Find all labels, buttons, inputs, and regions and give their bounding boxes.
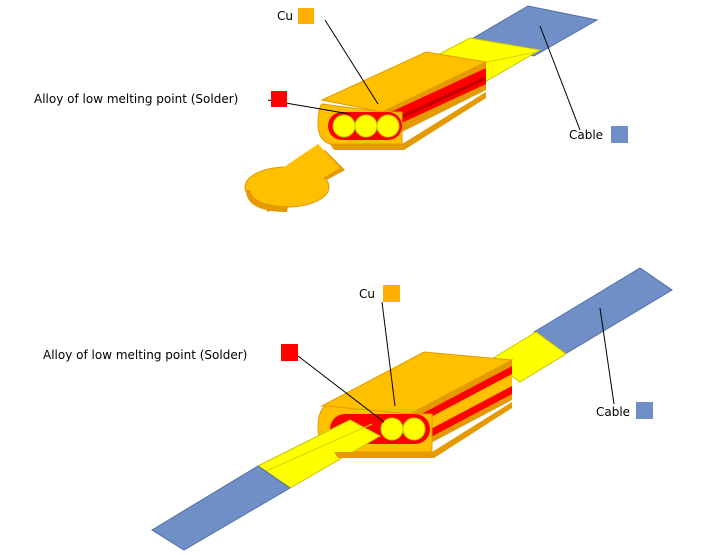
conductor-strand (402, 417, 426, 441)
legend-swatch-solder (281, 344, 298, 361)
copper-sleeve (317, 351, 514, 454)
label-solder: Alloy of low melting point (Solder) (43, 348, 247, 362)
leader-line-solder (297, 355, 385, 423)
leader-line-cu (324, 19, 379, 105)
conductor-strand (354, 114, 378, 138)
sleeve-diagram-bottom: Cu Alloy of low melting point (Solder) C… (43, 267, 673, 551)
label-solder: Alloy of low melting point (Solder) (34, 92, 238, 106)
conductor-strand (380, 417, 404, 441)
legend-swatch-cu (383, 285, 400, 302)
terminal-diagram-top: Cu Alloy of low melting point (Solder) C… (34, 5, 628, 212)
cable-insulation-right (533, 267, 673, 355)
terminal-tongue (244, 144, 345, 212)
label-cu: Cu (359, 287, 375, 301)
legend-swatch-cu (298, 8, 314, 24)
label-cu: Cu (277, 9, 293, 23)
legend-swatch-cable (611, 126, 628, 143)
label-cable: Cable (569, 128, 603, 142)
conductor-strand (376, 114, 400, 138)
legend-swatch-solder (271, 91, 287, 107)
legend-swatch-cable (636, 402, 653, 419)
leader-line-cable (599, 307, 615, 405)
label-cable: Cable (596, 405, 630, 419)
conductor-strand (332, 114, 356, 138)
leader-line-cable (539, 25, 581, 131)
leader-line-cu (381, 301, 396, 407)
copper-barrel (317, 51, 488, 150)
cable-insulation-left (151, 465, 291, 551)
